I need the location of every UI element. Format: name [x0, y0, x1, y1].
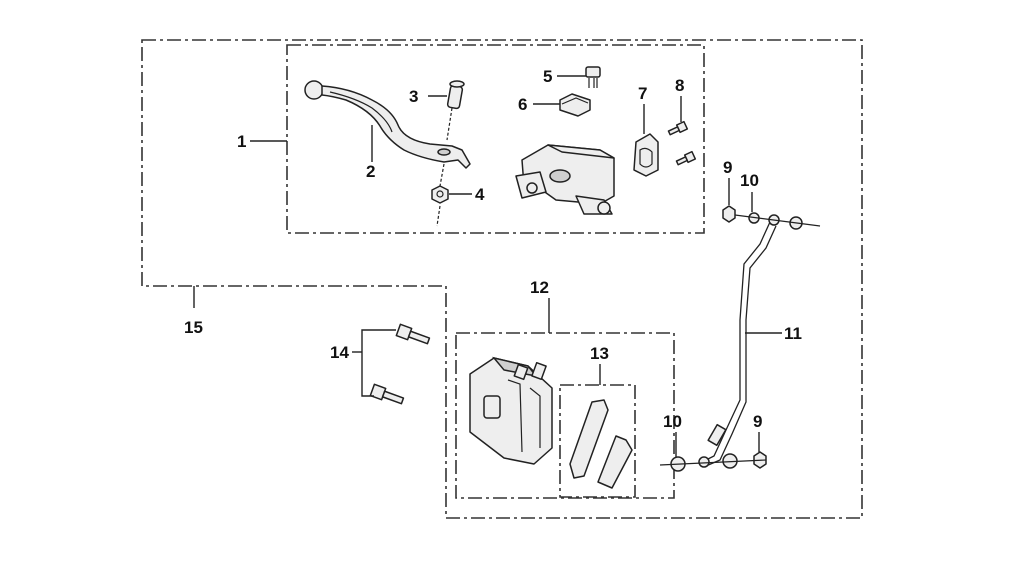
callout-6: 6 — [518, 95, 527, 114]
outer-assembly-boundary — [141, 39, 863, 519]
callout-13: 13 — [590, 344, 609, 363]
callout-7: 7 — [638, 84, 647, 103]
brake-pad-group-box — [559, 384, 636, 498]
callout-2: 2 — [366, 162, 375, 181]
lever-pivot-bolt — [436, 80, 465, 227]
master-cylinder-group-box — [286, 44, 705, 234]
callout-1: 1 — [237, 132, 246, 151]
callout-8: 8 — [675, 76, 684, 95]
caliper-mounting-bolts — [369, 323, 431, 405]
brake-lever — [304, 80, 471, 169]
callout-14: 14 — [330, 343, 349, 362]
callout-5: 5 — [543, 67, 552, 86]
callout-10-lower: 10 — [663, 412, 682, 431]
lower-banjo-assembly — [659, 451, 767, 472]
callout-10-upper: 10 — [740, 171, 759, 190]
diaphragm-plate — [559, 93, 591, 117]
callout-4: 4 — [475, 185, 485, 204]
clamp-bolts — [667, 120, 697, 166]
callout-3: 3 — [409, 87, 418, 106]
caliper-group-box — [455, 332, 675, 499]
callout-9-lower: 9 — [753, 412, 762, 431]
handlebar-clamp — [633, 133, 659, 177]
callout-15: 15 — [184, 318, 203, 337]
lever-pivot-nut — [431, 185, 449, 204]
callout-9-upper: 9 — [723, 158, 732, 177]
upper-banjo-assembly — [722, 205, 821, 230]
master-cylinder-body — [515, 144, 615, 215]
callout-12: 12 — [530, 278, 549, 297]
brake-hose — [701, 221, 777, 467]
brake-caliper — [469, 356, 553, 465]
brake-pads — [569, 399, 633, 489]
reservoir-cap-screw — [585, 66, 601, 88]
leader-lines — [193, 75, 782, 457]
callout-11: 11 — [784, 324, 802, 343]
